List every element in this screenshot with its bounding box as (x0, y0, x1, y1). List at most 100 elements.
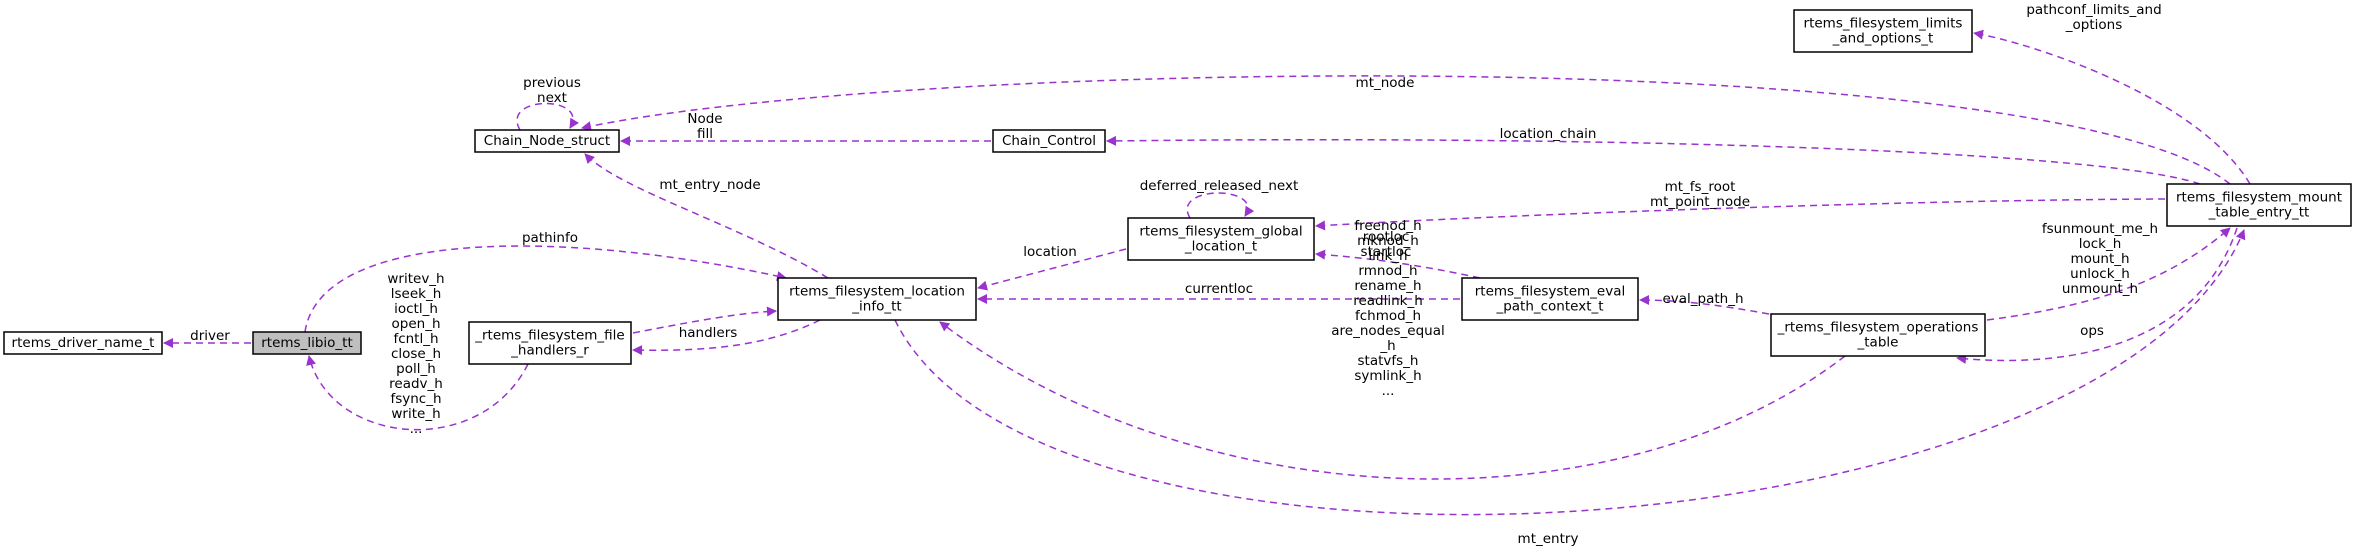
edge-mt-node-path[interactable] (581, 75, 2231, 185)
edge-label-line: lseek_h (391, 286, 442, 302)
node-box[interactable] (468, 321, 632, 365)
node-_rtems-filesystem-operations-table[interactable]: _rtems_filesystem_operations_table (1770, 313, 1986, 357)
edge-deferred[interactable]: deferred_released_next (1140, 178, 1299, 219)
edge-fsunmount-path[interactable] (1986, 227, 2231, 321)
edge-self-chain-path[interactable] (516, 102, 579, 131)
edge-label-line: readv_h (389, 376, 443, 392)
node-rtems-filesystem-location-info-tt[interactable]: rtems_filesystem_location_info_tt (777, 277, 977, 321)
edge-mt-entry-node-path[interactable] (584, 153, 829, 279)
node-box[interactable] (777, 277, 977, 321)
node-box[interactable] (1127, 217, 1315, 261)
node-box[interactable] (2166, 183, 2352, 227)
node-rtems-filesystem-global-location-t[interactable]: rtems_filesystem_global_location_t (1127, 217, 1315, 261)
edge-label-line: driver (190, 328, 230, 344)
edge-deferred-path[interactable] (1186, 192, 1255, 219)
edge-mt-entry-node[interactable]: mt_entry_node (584, 153, 829, 279)
edge-ops-path[interactable] (1956, 227, 2238, 364)
node-label: _rtems_filesystem_file_handlers_r (474, 328, 625, 359)
node-box[interactable] (3, 331, 163, 355)
node-label-line: _location_t (1184, 239, 1257, 255)
edge-location-chain[interactable]: location_chain (1106, 126, 2201, 185)
edge-driver[interactable]: driver (163, 328, 251, 348)
edge-eval-path-h-path[interactable] (1639, 295, 1770, 315)
edge-location-chain-path[interactable] (1106, 135, 2201, 185)
edge-label-line: write_h (391, 406, 440, 422)
edge-rootloc-path[interactable] (1315, 249, 1481, 279)
edge-ops[interactable]: ops (1956, 227, 2238, 364)
edge-ops-handlers-path[interactable] (939, 321, 1846, 480)
node-label: rtems_filesystem_limits_and_options_t (1804, 16, 1963, 47)
edge-pathconf-label: pathconf_limits_and_options (2026, 2, 2161, 33)
edge-label-line: fsunmount_me_h (2042, 221, 2158, 237)
edge-pathconf[interactable]: pathconf_limits_and_options (1973, 2, 2251, 185)
nodes: rtems_driver_name_t rtems_libio_tt Chain_N… (3, 9, 2352, 365)
node-label: rtems_filesystem_eval_path_context_t (1475, 284, 1626, 315)
edge-mt-entry-path[interactable] (894, 229, 2246, 516)
node-label: rtems_filesystem_global_location_t (1139, 224, 1302, 255)
edge-pathinfo[interactable]: pathinfo (304, 230, 787, 333)
node-box[interactable] (992, 129, 1106, 153)
edge-eval-path-h[interactable]: eval_path_h (1639, 291, 1770, 315)
node-box[interactable] (1770, 313, 1986, 357)
node-rtems-filesystem-file-handlers-r[interactable]: _rtems_filesystem_file_handlers_r (468, 321, 632, 365)
edge-mt-entry-node-label: mt_entry_node (659, 177, 760, 193)
node-label-line: _path_context_t (1495, 299, 1603, 315)
edge-label-line: previous (523, 75, 581, 91)
node-box[interactable] (474, 129, 620, 153)
edge-label-line: fcntl_h (393, 331, 438, 347)
node-label-line: rtems_filesystem_mount (2176, 190, 2342, 206)
node-box[interactable] (1461, 277, 1639, 321)
edge-pathconf-path[interactable] (1973, 29, 2251, 185)
edge-label-line: mt_entry (1518, 531, 1579, 547)
edge-label-line: next (537, 90, 567, 106)
edge-libio-handlers-path[interactable] (306, 355, 529, 431)
edge-currentloc[interactable]: currentloc (977, 281, 1460, 304)
node-label-line: rtems_driver_name_t (12, 335, 155, 351)
edge-ops-label: ops (2080, 323, 2104, 339)
edge-handlers-path[interactable] (632, 319, 821, 356)
node-chain-node-struct[interactable]: Chain_Node_struct (474, 129, 620, 153)
edge-handlers[interactable]: handlers (632, 319, 821, 356)
node-chain-control[interactable]: Chain_Control (992, 129, 1106, 153)
edge-label-line: rootloc (1363, 229, 1410, 245)
node-box[interactable] (1793, 9, 1973, 53)
node-rtems-driver-name-t[interactable]: rtems_driver_name_t (3, 331, 163, 355)
edge-fs-root-path[interactable] (1315, 198, 2166, 231)
edge-label-line: mt_node (1356, 75, 1415, 91)
node-label-line: _table (1857, 335, 1899, 351)
edge-label-line: mt_entry_node (659, 177, 760, 193)
edge-mt-node-label: mt_node (1356, 75, 1415, 91)
edge-location[interactable]: location (977, 244, 1127, 291)
edge-mt-node[interactable]: mt_node (581, 75, 2231, 185)
node-rtems-filesystem-eval-path-context-t[interactable]: rtems_filesystem_eval_path_context_t (1461, 277, 1639, 321)
edge-fstat-path[interactable] (632, 306, 777, 334)
node-box[interactable] (252, 331, 362, 355)
node-rtems-filesystem-mount-table-entry-tt[interactable]: rtems_filesystem_mount_table_entry_tt (2166, 183, 2352, 227)
node-rtems-filesystem-limits-and-options-t[interactable]: rtems_filesystem_limits_and_options_t (1793, 9, 1973, 53)
edge-mt-entry[interactable]: mt_entry (894, 229, 2246, 547)
node-rtems-libio-tt[interactable]: rtems_libio_tt (252, 331, 362, 355)
edge-location-path[interactable] (977, 248, 1127, 291)
edge-currentloc-label: currentloc (1185, 281, 1253, 297)
edge-pathinfo-path[interactable] (304, 245, 787, 333)
edge-label-line: readlink_h (1353, 293, 1423, 309)
edge-label-line: startloc (1361, 244, 1412, 260)
edge-label-line: deferred_released_next (1140, 178, 1299, 194)
edge-mt-entry-label: mt_entry (1518, 531, 1579, 547)
edge-label-line: rmnod_h (1358, 263, 1417, 279)
edge-label-line: pathinfo (522, 230, 578, 246)
edge-label-line: mt_fs_root (1665, 179, 1736, 195)
edge-fstat[interactable] (632, 306, 777, 334)
